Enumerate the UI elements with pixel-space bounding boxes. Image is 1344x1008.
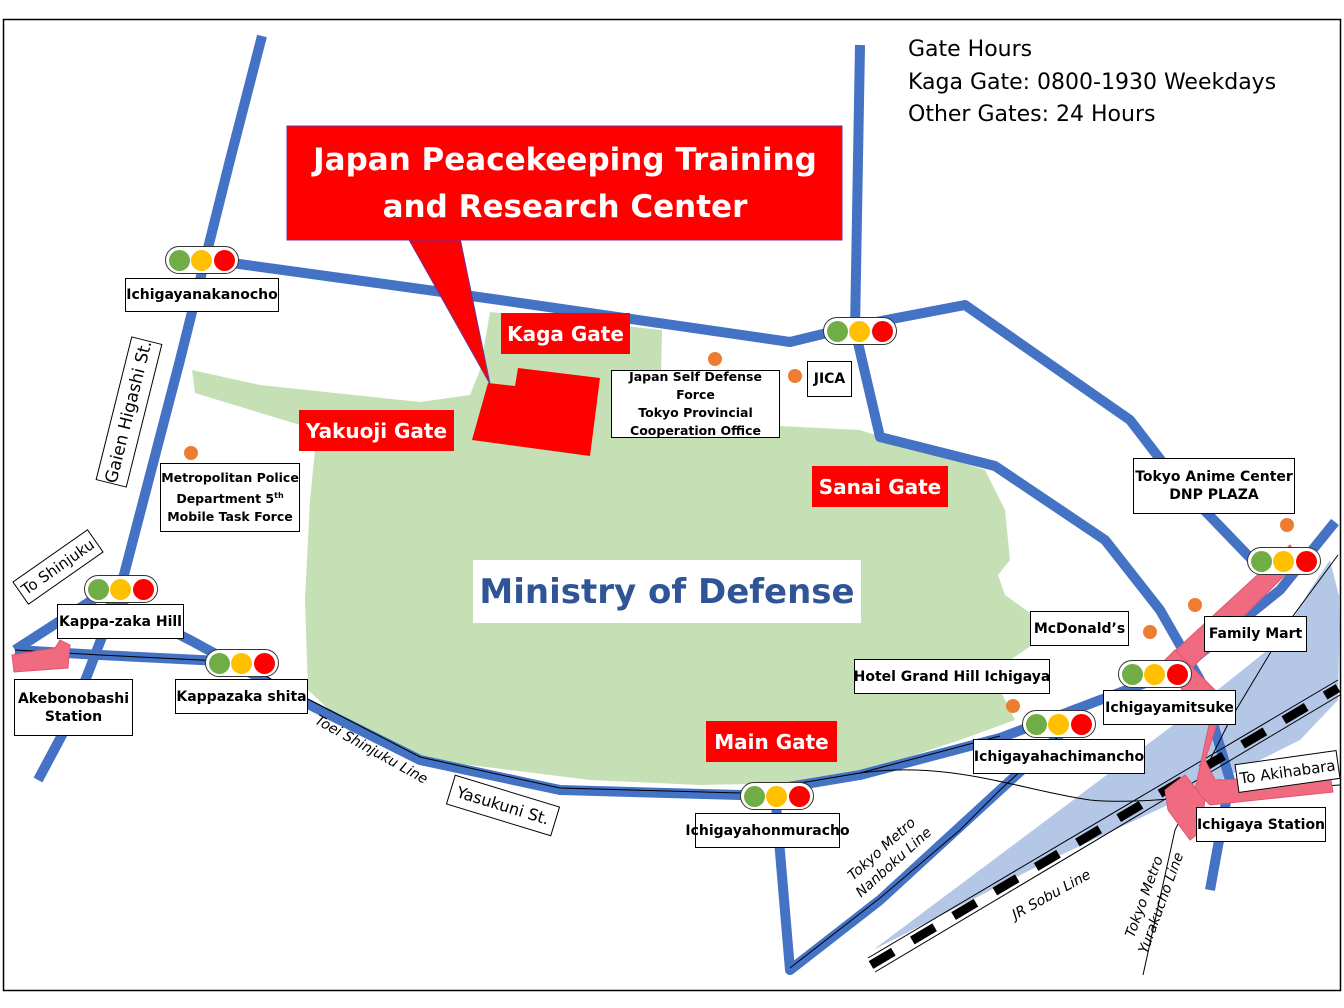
callout-box xyxy=(286,125,843,241)
label-police[interactable]: Metropolitan Police Department 5th Mobil… xyxy=(160,463,300,532)
traffic-light-icon xyxy=(823,317,897,345)
rail-toei-shinjuku xyxy=(14,649,1001,794)
label-ichigayamitsuke[interactable]: Ichigayamitsuke xyxy=(1103,690,1236,725)
label-mcdonalds[interactable]: McDonald’s xyxy=(1030,611,1129,646)
moat-river xyxy=(873,560,1340,950)
dot-jica xyxy=(788,369,802,383)
label-ichigayahonmuracho[interactable]: Ichigayahonmuracho xyxy=(685,813,850,848)
gate-hours-title: Gate Hours xyxy=(908,37,1033,62)
gate-kaga[interactable]: Kaga Gate xyxy=(501,313,630,354)
callout-line-1: Japan Peacekeeping Training xyxy=(313,142,817,178)
traffic-light-icon xyxy=(1247,547,1321,575)
akebonobashi-station-shape xyxy=(11,639,71,673)
akebonobashi-line-1: Akebonobashi xyxy=(17,690,130,707)
gate-hours-panel: Gate Hours Kaga Gate: 0800-1930 Weekdays… xyxy=(908,34,1276,132)
jsdf-line-3: Cooperation Office xyxy=(630,423,761,438)
label-jsdf-office[interactable]: Japan Self Defense Force Tokyo Provincia… xyxy=(611,369,780,438)
rail-jr-sobu xyxy=(867,679,1341,973)
traffic-light-icon xyxy=(1118,660,1192,688)
dot-hotel xyxy=(1006,699,1020,713)
gate-sanai[interactable]: Sanai Gate xyxy=(812,466,948,507)
gate-main[interactable]: Main Gate xyxy=(706,721,837,762)
police-line-3: Mobile Task Force xyxy=(167,509,293,525)
center-building xyxy=(472,368,600,456)
callout-line-2: and Research Center xyxy=(382,189,748,225)
traffic-light-icon xyxy=(84,575,158,603)
gate-hours-kaga: Kaga Gate: 0800-1930 Weekdays xyxy=(908,69,1277,95)
police-line-2: Department 5th xyxy=(176,490,284,507)
label-ichigayahachimancho[interactable]: Ichigayahachimancho xyxy=(973,739,1145,774)
dot-anime xyxy=(1280,518,1294,532)
label-anime-center[interactable]: Tokyo Anime Center DNP PLAZA xyxy=(1133,458,1295,514)
dot-police xyxy=(184,446,198,460)
traffic-light-icon xyxy=(165,246,239,274)
label-kappazaka-shita[interactable]: Kappazaka shita xyxy=(175,679,308,714)
dot-family-mart xyxy=(1188,598,1202,612)
jsdf-line-2: Tokyo Provincial xyxy=(638,405,753,420)
label-ichigaya-station[interactable]: Ichigaya Station xyxy=(1196,807,1326,842)
anime-line-2: DNP PLAZA xyxy=(1169,487,1259,503)
label-ichigayanakanocho[interactable]: Ichigayanakanocho xyxy=(125,278,279,312)
akebonobashi-line-2: Station xyxy=(44,708,103,725)
jsdf-line-1: Japan Self Defense Force xyxy=(629,369,762,402)
label-akebonobashi-station[interactable]: Akebonobashi Station xyxy=(14,679,133,736)
label-family-mart[interactable]: Family Mart xyxy=(1204,616,1307,652)
traffic-light-icon xyxy=(740,782,814,810)
traffic-light-icon xyxy=(1022,710,1096,738)
traffic-light-icon xyxy=(205,649,279,677)
anime-line-1: Tokyo Anime Center xyxy=(1135,469,1293,485)
dot-mcdonalds xyxy=(1143,625,1157,639)
landmark-dots xyxy=(184,352,1294,713)
police-line-1: Metropolitan Police xyxy=(161,469,299,485)
gate-yakuoji[interactable]: Yakuoji Gate xyxy=(299,410,454,451)
label-jica[interactable]: JICA xyxy=(807,361,852,397)
campus-label: Ministry of Defense xyxy=(473,560,861,623)
gate-hours-other: Other Gates: 24 Hours xyxy=(908,102,1156,127)
label-hotel-grand-hill[interactable]: Hotel Grand Hill Ichigaya xyxy=(854,659,1050,694)
station-structures xyxy=(11,544,1334,841)
dot-jsdf xyxy=(708,352,722,366)
label-kappazaka-hill[interactable]: Kappa-zaka Hill xyxy=(57,604,184,639)
callout-title: Japan Peacekeeping Training and Research… xyxy=(288,128,842,240)
